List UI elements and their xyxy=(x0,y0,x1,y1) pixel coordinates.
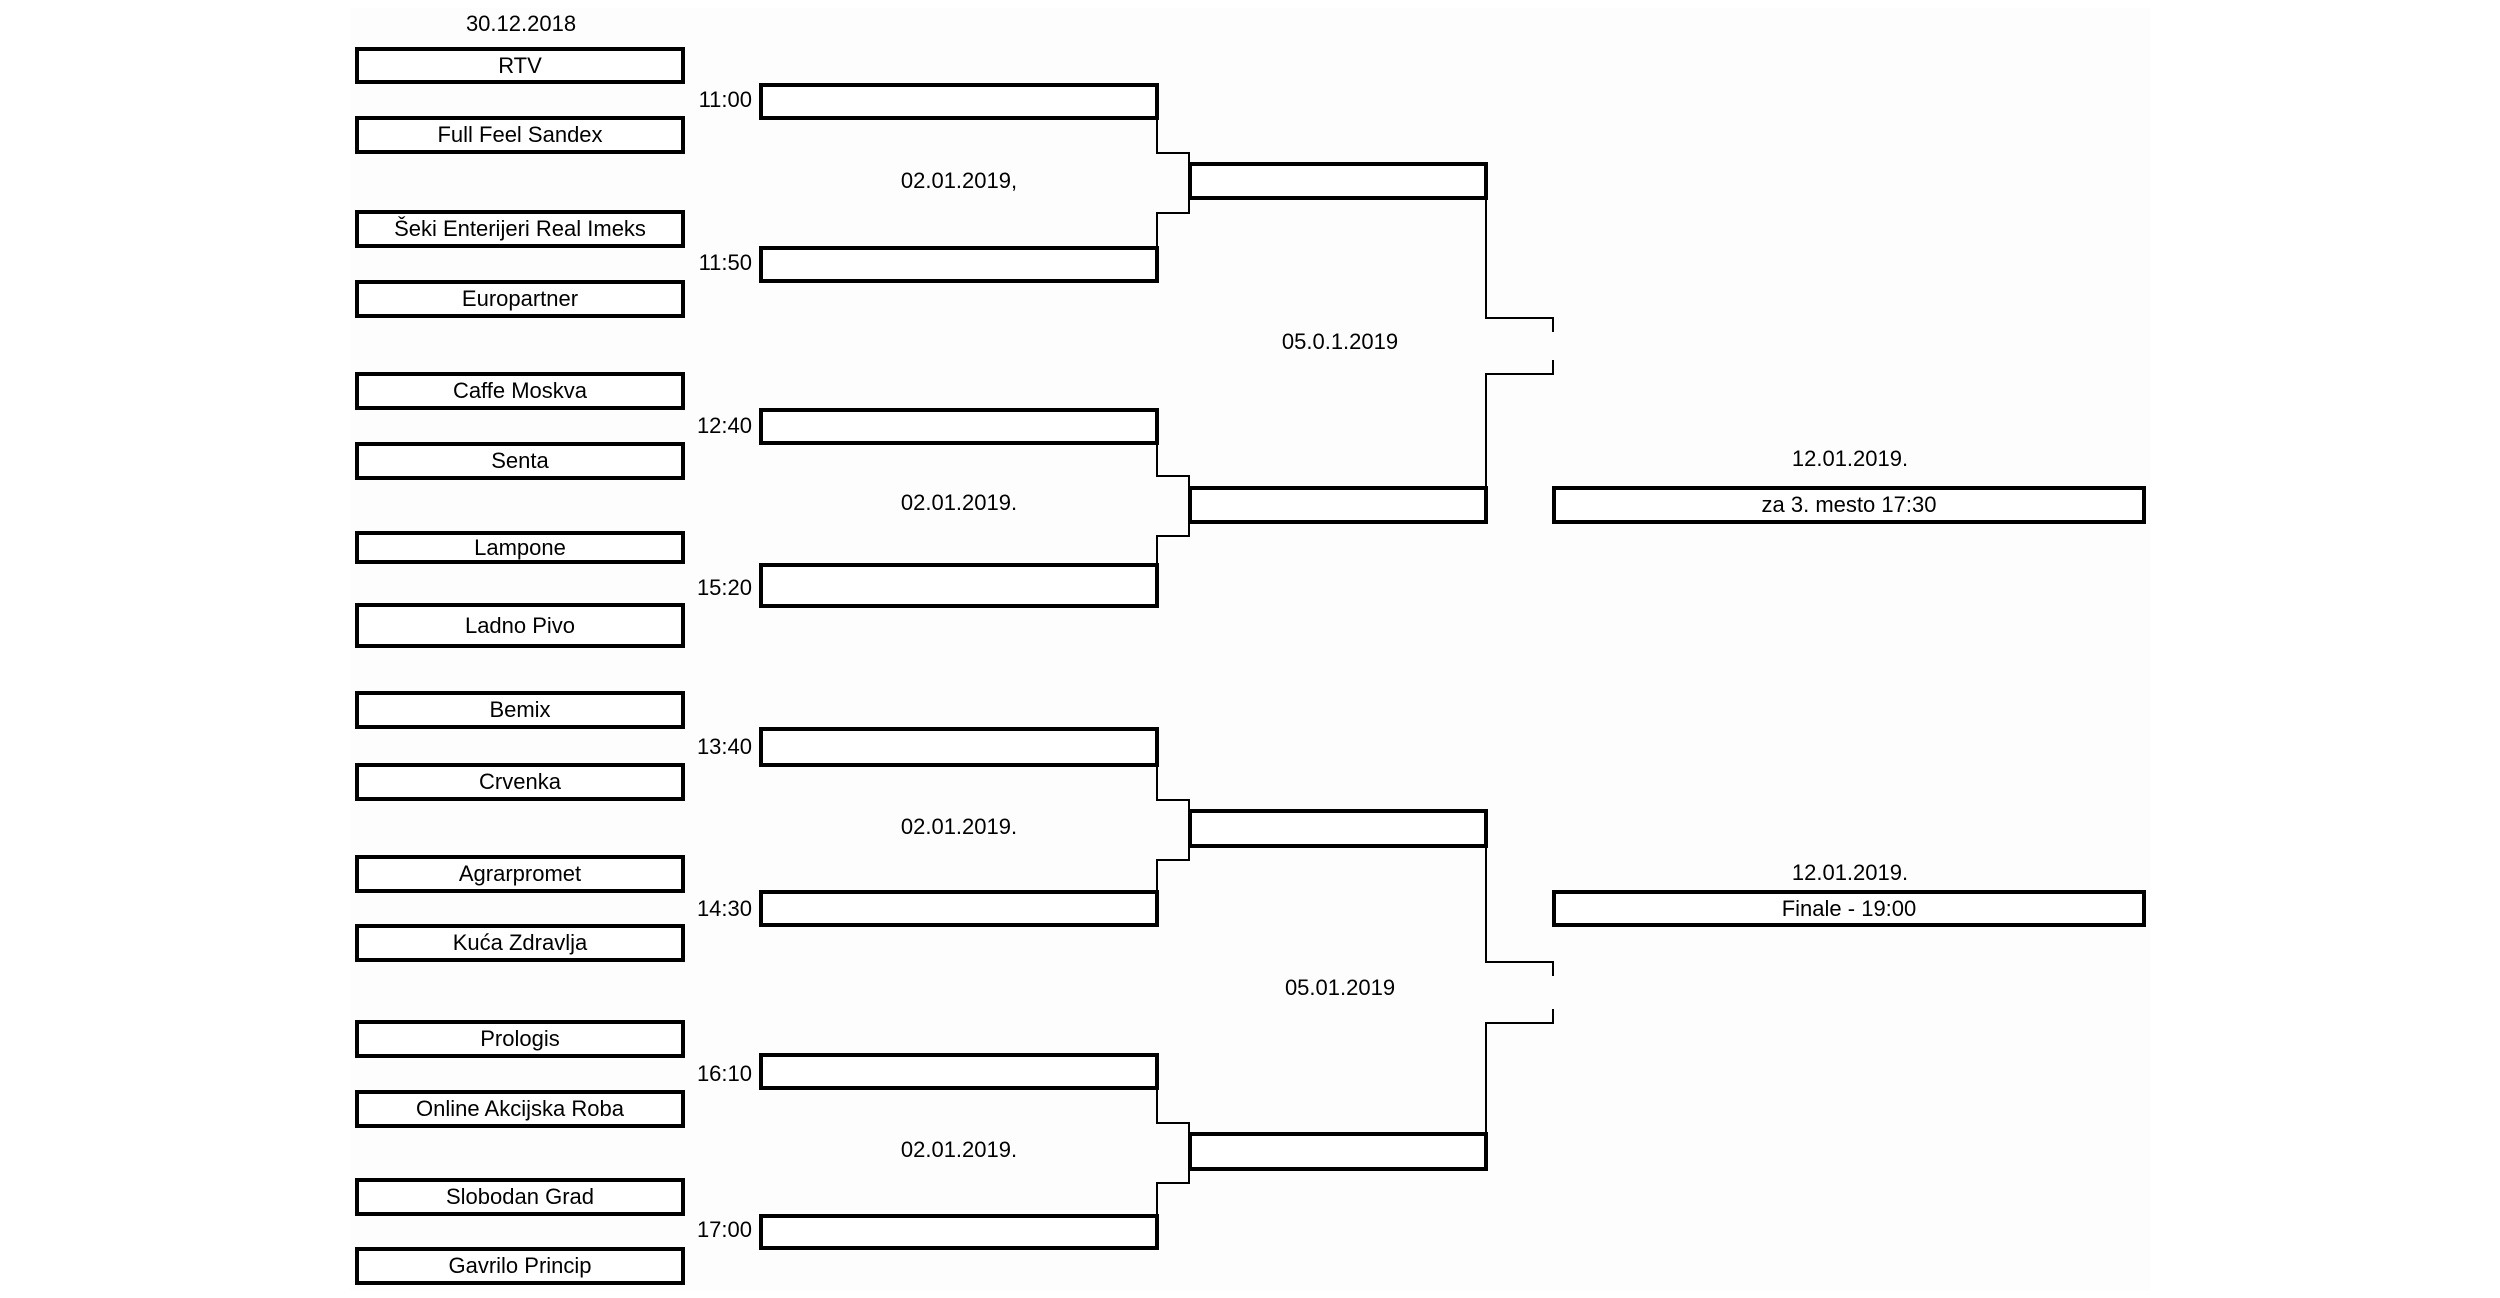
round2-box-3 xyxy=(759,408,1159,445)
team-box-2: Full Feel Sandex xyxy=(355,116,685,154)
round2-box-4 xyxy=(759,563,1159,608)
connector-qf-1 xyxy=(1156,120,1190,246)
team-box-5: Caffe Moskva xyxy=(355,372,685,410)
quarterfinal-date-4: 02.01.2019. xyxy=(900,1137,1018,1162)
connector-sf-2-top xyxy=(1485,846,1554,976)
team-box-11: Agrarpromet xyxy=(355,855,685,893)
quarterfinal-box-2 xyxy=(1188,486,1488,524)
team-box-3: Šeki Enterijeri Real Imeks xyxy=(355,210,685,248)
round2-box-8 xyxy=(759,1214,1159,1250)
match-time-4: 15:20 xyxy=(696,575,752,600)
connector-sf-1-bottom xyxy=(1485,360,1554,487)
match-time-7: 16:10 xyxy=(696,1061,752,1086)
team-box-10: Crvenka xyxy=(355,763,685,801)
round2-box-5 xyxy=(759,727,1159,767)
team-box-15: Slobodan Grad xyxy=(355,1178,685,1216)
match-time-1: 11:00 xyxy=(698,87,752,112)
connector-qf-3 xyxy=(1156,767,1190,893)
final-date: 12.01.2019. xyxy=(1791,860,1909,885)
quarterfinal-box-1 xyxy=(1188,162,1488,200)
semifinal-date-1: 05.0.1.2019 xyxy=(1281,329,1399,354)
match-time-6: 14:30 xyxy=(696,896,752,921)
team-box-16: Gavrilo Princip xyxy=(355,1247,685,1285)
third-place-date: 12.01.2019. xyxy=(1791,446,1909,471)
quarterfinal-date-1: 02.01.2019, xyxy=(900,168,1018,193)
team-box-14: Online Akcijska Roba xyxy=(355,1090,685,1128)
round1-date: 30.12.2018 xyxy=(465,11,577,36)
semifinal-date-2: 05.01.2019 xyxy=(1284,975,1396,1000)
match-time-8: 17:00 xyxy=(696,1217,752,1242)
team-box-13: Prologis xyxy=(355,1020,685,1058)
team-box-1: RTV xyxy=(355,47,685,84)
connector-sf-2-bottom xyxy=(1485,1009,1554,1134)
connector-qf-4 xyxy=(1156,1090,1190,1216)
round2-box-1 xyxy=(759,83,1159,120)
team-box-6: Senta xyxy=(355,442,685,480)
quarterfinal-date-2: 02.01.2019. xyxy=(900,490,1018,515)
team-box-9: Bemix xyxy=(355,691,685,729)
round2-box-2 xyxy=(759,246,1159,283)
connector-qf-2 xyxy=(1156,443,1190,569)
connector-sf-1-top xyxy=(1485,200,1554,332)
match-time-2: 11:50 xyxy=(698,250,752,275)
team-box-4: Europartner xyxy=(355,280,685,318)
round2-box-6 xyxy=(759,890,1159,927)
team-box-8: Ladno Pivo xyxy=(355,603,685,648)
final-box: Finale - 19:00 xyxy=(1552,890,2146,927)
match-time-5: 13:40 xyxy=(696,734,752,759)
team-box-7: Lampone xyxy=(355,531,685,564)
match-time-3: 12:40 xyxy=(696,413,752,438)
round2-box-7 xyxy=(759,1053,1159,1090)
third-place-box: za 3. mesto 17:30 xyxy=(1552,486,2146,524)
team-box-12: Kuća Zdravlja xyxy=(355,924,685,962)
quarterfinal-box-4 xyxy=(1188,1132,1488,1171)
quarterfinal-box-3 xyxy=(1188,809,1488,848)
quarterfinal-date-3: 02.01.2019. xyxy=(900,814,1018,839)
